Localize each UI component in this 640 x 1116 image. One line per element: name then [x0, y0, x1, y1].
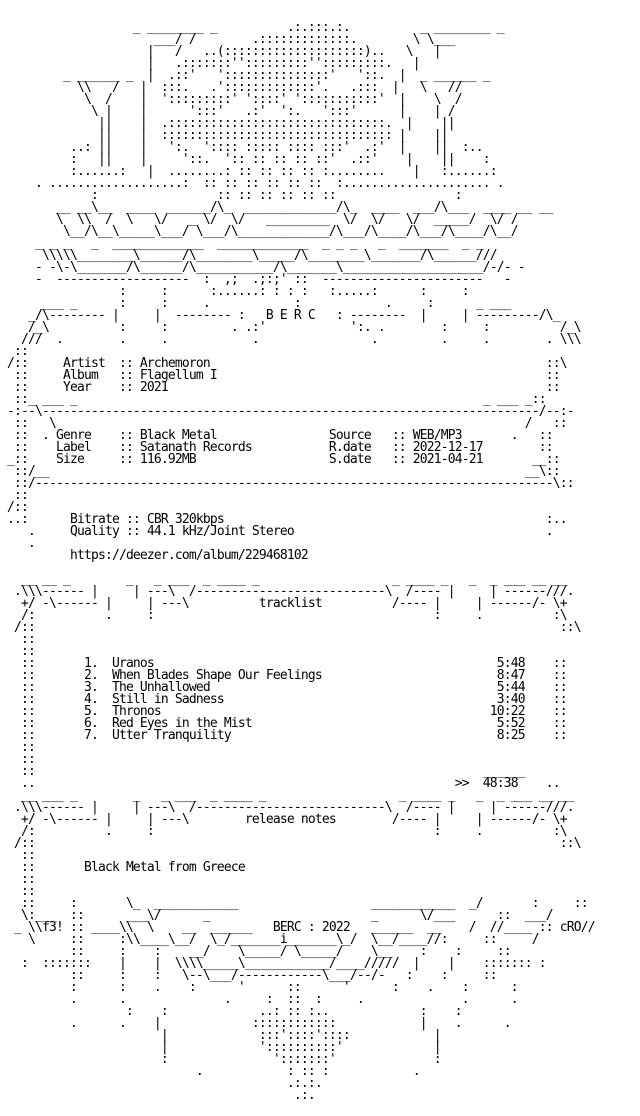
nfo-line: | / ..(::::::::::::::::::::).. \ |: [0, 44, 442, 59]
nfo-line: :: 3. The Unhallowed 5:44 ::: [0, 680, 568, 695]
nfo-line: ::/-------------------------------------…: [0, 476, 575, 491]
nfo-line: ::: [0, 632, 36, 647]
nfo-line: /// . . . . . . . . \\\: [0, 332, 582, 347]
nfo-line: :: 6. Red Eyes in the Mist 5:52 ::: [0, 716, 568, 731]
nfo-line: ::: [0, 644, 36, 659]
nfo-line: /: . : : . :\: [0, 824, 568, 839]
nfo-line: _ \\f3! :: ____\\ \ __ ______ BERC : 202…: [0, 920, 596, 935]
nfo-line: ..: Bitrate :: CBR 320kbps :..: [0, 512, 568, 527]
nfo-line: \ | | ':::' .:' ':. ':::' | | /: [0, 104, 456, 119]
nfo-line: ___/ / .:::::::::::::. \ \___: [0, 32, 456, 47]
nfo-line: _/\-------- | | -------- : B E R C : ---…: [0, 308, 561, 323]
nfo-line: : : :......: : : : :.....: : :: [0, 284, 470, 299]
nfo-line: . : :: : .: [0, 1064, 421, 1079]
nfo-line: \\\\\________\______/\________\_____/\__…: [0, 248, 498, 263]
nfo-line: ___ _ : : . : . : _ ___: [0, 296, 512, 311]
nfo-line: /::: [0, 500, 29, 515]
nfo-line: : ::::::: | | \\\\_____\____________/___…: [0, 956, 547, 971]
nfo-line: __ __ _ _ _ ___ _ ____ _ _ ____ _ _ _ __…: [0, 572, 568, 587]
nfo-line: :: : : \--\___/------------\___/--/- : :…: [0, 968, 498, 983]
nfo-line: | .:::::::'':::::::::'':::::::::. |: [0, 56, 421, 71]
nfo-line: .:.: [0, 1088, 316, 1103]
nfo-line: _:: Size :: 116.92MB S.date :: 2021-04-2…: [0, 452, 561, 467]
nfo-line: ::/__ __\::: [0, 464, 561, 479]
nfo-line: _ _ _ _ _____________ _____________ _ _ …: [0, 236, 484, 251]
nfo-line: :: Label :: Satanath Records R.date :: 2…: [0, 440, 554, 455]
nfo-line: - ------------------- : ,; .;:;' :: ----…: [0, 272, 512, 287]
nfo-line: ::: [0, 344, 29, 359]
nfo-line: :: : \_ ____________ ____________ _/ : :…: [0, 896, 589, 911]
nfo-line: _ ________ _ .:.:::.:. _ ________ _: [0, 20, 505, 35]
nfo-line: .:.:.: [0, 1076, 323, 1091]
nfo-line: :: : : __/ \_____/ \_____/ \__ : : ::: [0, 944, 512, 959]
nfo-line: /:: ::\: [0, 620, 582, 635]
nfo-line: :: 7. Utter Tranquility 8:25 ::: [0, 728, 568, 743]
nfo-line: :: ______: [0, 764, 526, 779]
nfo-line: \\ / | :::. .':::::::::::::'. .::: | \ /…: [0, 80, 463, 95]
nfo-line: : ':::::::' :: [0, 1052, 442, 1067]
nfo-line: | :::'::::':::: |: [0, 1028, 442, 1043]
nfo-line: . Quality :: 44.1 kHz/Joint Stereo .: [0, 524, 554, 539]
nfo-line: /:: ::\: [0, 836, 582, 851]
nfo-line: +/ -\------ | | ---\ tracklist /---- | |…: [0, 596, 568, 611]
nfo-line: \__/\__\_____\___/ \___/\_____________/\…: [0, 224, 519, 239]
nfo-line: | '::::::::::' |: [0, 1040, 442, 1055]
nfo-line: :: 1. Uranos 5:48 ::: [0, 656, 568, 671]
nfo-line: \ \\ / \ \/ _ \/ \/ _________ \/ \/ \/ _…: [0, 212, 519, 227]
nfo-line: :......: | ........: :: :: :: :: :......…: [0, 164, 498, 179]
nfo-line: :: 2. When Blades Shape Our Feelings 8:4…: [0, 668, 568, 683]
nfo-line: ::: [0, 740, 36, 755]
nfo-line: ::: [0, 752, 36, 767]
nfo-line: :: \ / ::: [0, 416, 568, 431]
nfo-line: \:___ :: ___\/ _ _ \/___ :: ___/: [0, 908, 554, 923]
nfo-line: .. >> 48:38 ..: [0, 776, 561, 791]
nfo-line: ::_ ___ _ _ ___ _::: [0, 392, 547, 407]
nfo-line: __ __\__ ____ ______/\_ _____________/\_…: [0, 200, 554, 215]
nfo-line: . . . : :: : . . .: [0, 992, 519, 1007]
nfo-line: : : . : ' :: ' : . : :: [0, 980, 519, 995]
nfo-line: ..: || | ':. ':::: ::::: :::: :::' .:' |…: [0, 140, 484, 155]
nfo-line: /:: Artist :: Archemoron ::\: [0, 356, 568, 371]
nfo-line: :: . Genre :: Black Metal Source :: WEB/…: [0, 428, 554, 443]
nfo-line: : || | '::. ':: :: :: :: ::' .::' | || :: [0, 152, 491, 167]
nfo-line: :: 5. Thronos 10:22 ::: [0, 704, 568, 719]
nfo-line: ::: [0, 848, 36, 863]
nfo-line: :: 4. Still in Sadness 3:40 ::: [0, 692, 568, 707]
nfo-line: || | ::::::::::::::::::::::::::::::::: |…: [0, 128, 449, 143]
nfo-line: : : ..: :: :.. : :: [0, 1004, 463, 1019]
nfo-line: :: Album :: Flagellum I ::: [0, 368, 561, 383]
nfo-line: __ ___ _ _ _ ___ _ ____ _ _ ____ _ _ _ _…: [0, 788, 575, 803]
nfo-line: : :: :: :: :: :: :: :: [0, 188, 463, 203]
nfo-line: - -\-\_______/\______/\___________/\____…: [0, 260, 526, 275]
nfo-line: ::: [0, 884, 36, 899]
nfo-line: /_\ : : . .:' ':. . : : /_\: [0, 320, 582, 335]
nfo-line: \ / | ':::::::::' '::::' ':::::::::::' |…: [0, 92, 463, 107]
nfo-line: || | .:::::::::::::::::::::::::::::::. |…: [0, 116, 456, 131]
nfo-line: . ...................: :: :: :: :: :: ::…: [0, 176, 505, 191]
nfo-line: ::: [0, 872, 36, 887]
nfo-line: ::: [0, 488, 29, 503]
nfo-line: \ :: :\\____\__/ \_/_______i_______\_/ \…: [0, 932, 540, 947]
nfo-line: .\\\------ | | ---\ /-------------------…: [0, 584, 575, 599]
nfo-line: . . | :::::::::::: | . .: [0, 1016, 512, 1031]
nfo-line: /: . : : . :\: [0, 608, 568, 623]
nfo-line: -:--\-----------------------------------…: [0, 404, 575, 419]
nfo-line[interactable]: https://deezer.com/album/229468102: [0, 548, 309, 563]
nfo-line: _ ______ _ | .::' ':::::::::::::::' '::.…: [0, 68, 491, 83]
nfo-line: :: Year :: 2021 ::: [0, 380, 561, 395]
nfo-line: +/ -\------ | | ---\ release notes /----…: [0, 812, 568, 827]
nfo-line: :: Black Metal from Greece: [0, 860, 246, 875]
nfo-line: .: [0, 536, 36, 551]
nfo-line: .\\\------ | | ---\ /-------------------…: [0, 800, 575, 815]
